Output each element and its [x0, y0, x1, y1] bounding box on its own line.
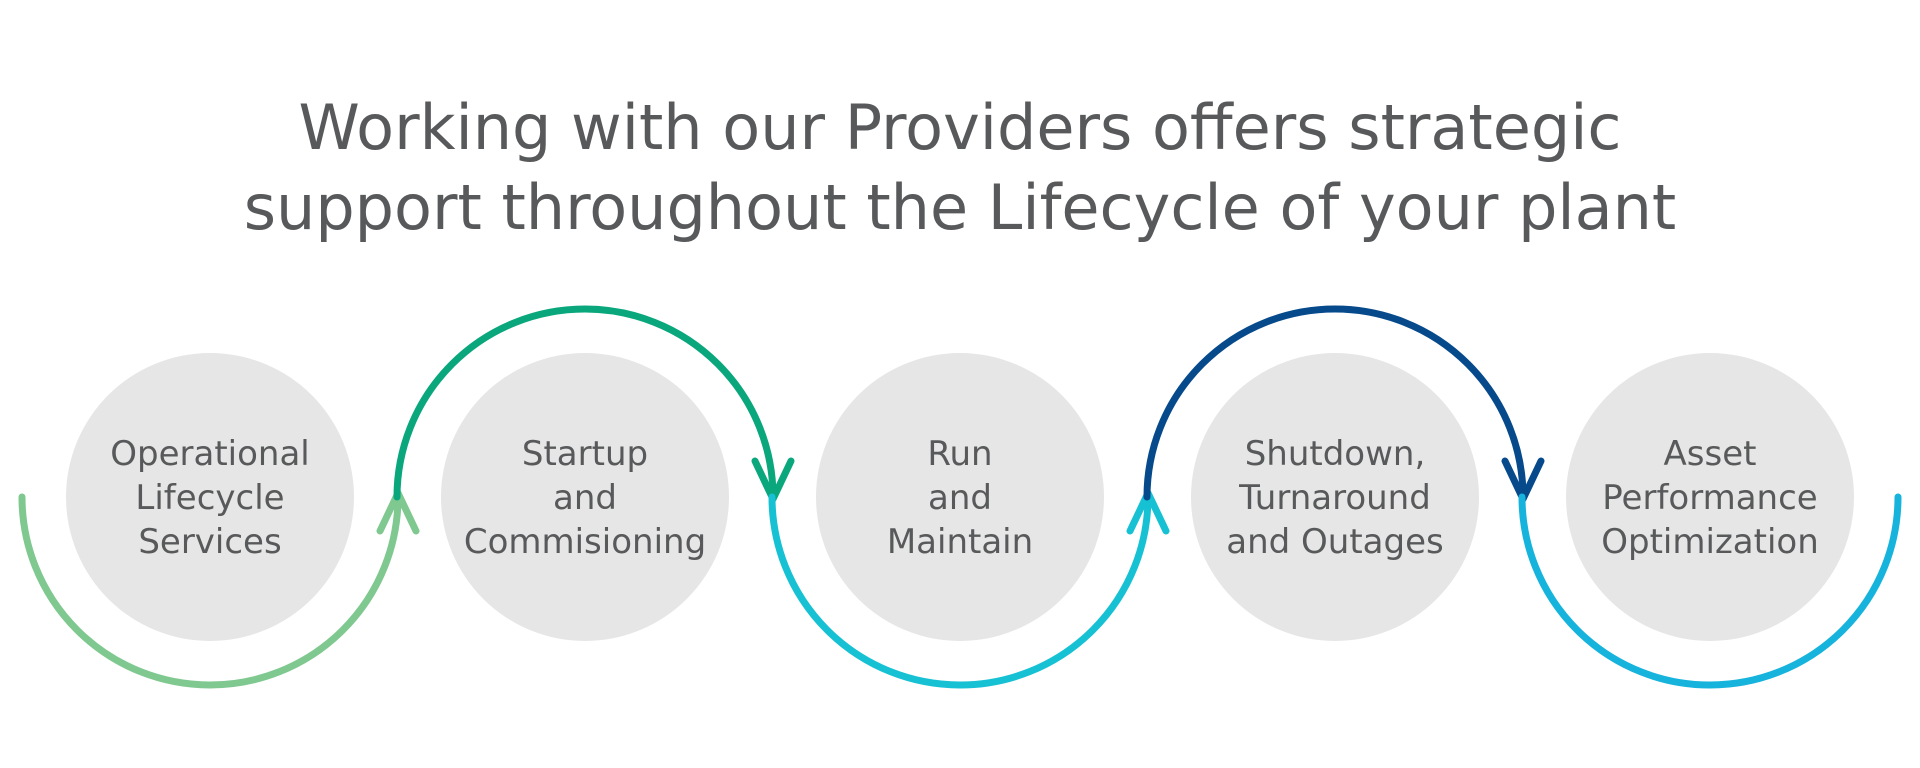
arc-path — [393, 305, 777, 501]
stage-circle — [66, 353, 354, 641]
diagram-title: Working with our Providers offers strate… — [0, 88, 1920, 248]
stage-label-line: Services — [138, 522, 281, 562]
stage-label-line: Optimization — [1601, 522, 1819, 562]
stage-label-line: Performance — [1602, 478, 1817, 518]
stage-label-line: and — [928, 478, 992, 518]
stage-label-line: Run — [927, 434, 992, 474]
stage-label-line: and Outages — [1226, 522, 1443, 562]
stage-label-line: and — [553, 478, 617, 518]
arc-path — [1518, 493, 1902, 689]
arc-path — [1143, 305, 1527, 501]
stage-circle — [1566, 353, 1854, 641]
stage-label-line: Commisioning — [464, 522, 706, 562]
stage-label-line: Lifecycle — [135, 478, 284, 518]
stage-label-line: Startup — [522, 434, 648, 474]
flow-arc-5 — [1518, 493, 1902, 689]
title-line-1: Working with our Providers offers strate… — [298, 91, 1622, 164]
stage-label-line: Turnaround — [1238, 478, 1431, 518]
stage-circle — [816, 353, 1104, 641]
arc-path — [18, 493, 402, 689]
stage-label-line: Operational — [110, 434, 309, 474]
stage-circle — [441, 353, 729, 641]
stage-circle — [1191, 353, 1479, 641]
stage-label-line: Shutdown, — [1245, 434, 1426, 474]
stage-label-line: Asset — [1664, 434, 1757, 474]
stage-label-line: Maintain — [887, 522, 1033, 562]
title-line-2: support throughout the Lifecycle of your… — [243, 171, 1677, 244]
arc-path — [768, 493, 1152, 689]
